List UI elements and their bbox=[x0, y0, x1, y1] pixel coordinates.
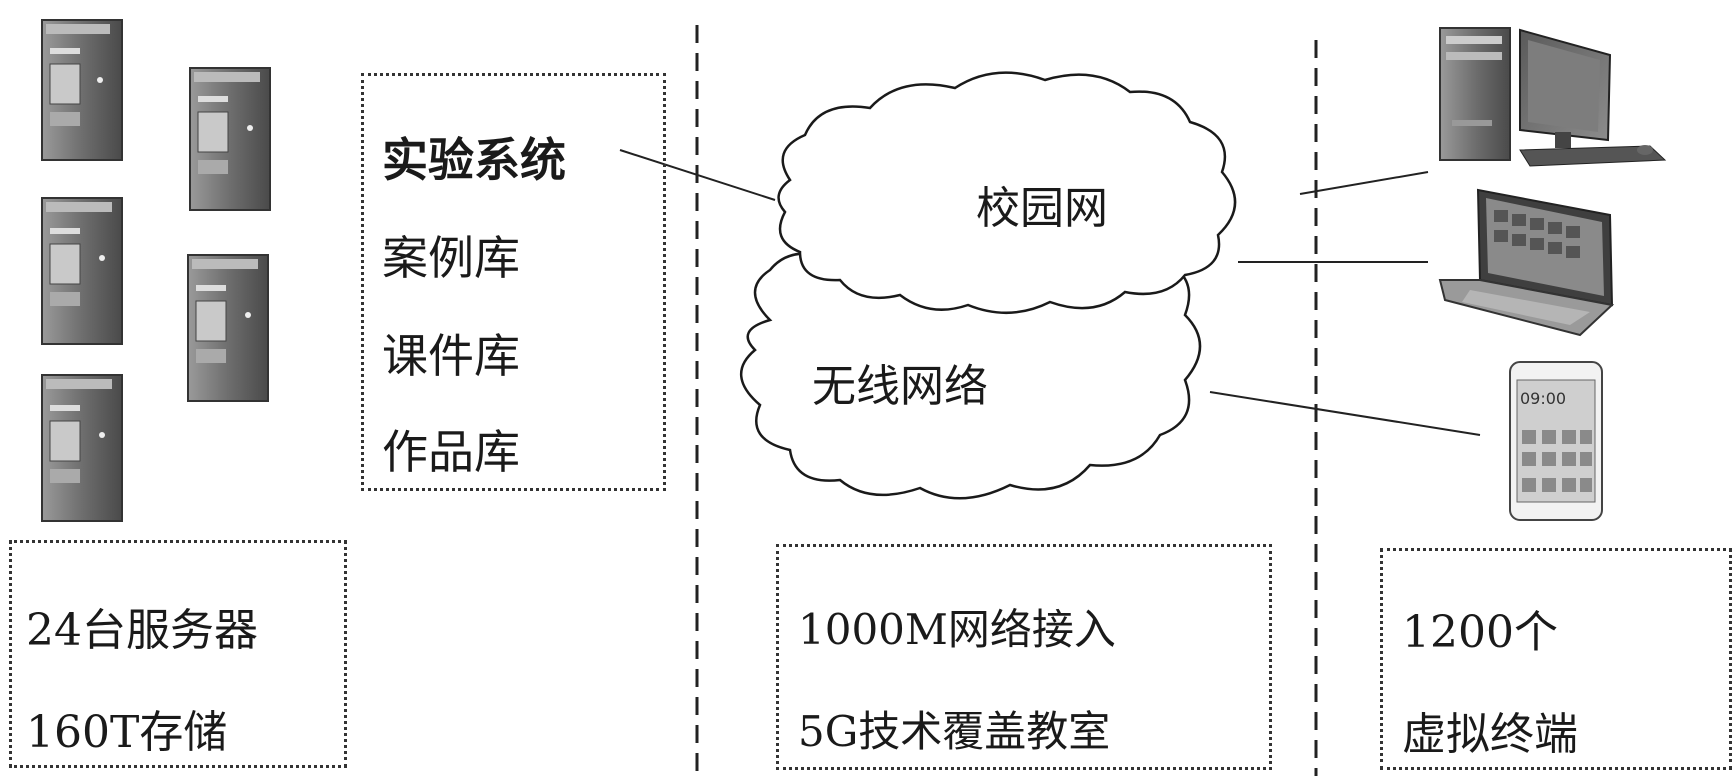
desktop-computer-icon bbox=[1439, 27, 1667, 167]
link-resources-to-campus bbox=[619, 149, 776, 201]
server-tower-icon-5 bbox=[41, 374, 123, 522]
link-campus-to-desktop bbox=[1299, 171, 1429, 195]
resource-library-box bbox=[361, 73, 666, 491]
resource-item-courseware-library: 课件库 bbox=[382, 329, 520, 383]
network-info-box bbox=[776, 544, 1272, 770]
phone-time-label: 09:00 bbox=[1520, 389, 1566, 408]
server-tower-icon-2 bbox=[189, 67, 271, 211]
campus-network-label: 校园网 bbox=[976, 183, 1108, 234]
server-tower-icon-3 bbox=[41, 197, 123, 345]
laptop-icon bbox=[1438, 188, 1615, 337]
terminal-info-box bbox=[1380, 548, 1732, 770]
server-info-box bbox=[9, 540, 347, 768]
link-wireless-to-phone bbox=[1209, 391, 1481, 436]
storage-capacity-text: 160T存储 bbox=[26, 707, 228, 758]
virtual-terminal-text: 虚拟终端 bbox=[1402, 709, 1578, 760]
smartphone-icon: 09:00 bbox=[1509, 361, 1603, 521]
server-tower-icon-1 bbox=[41, 19, 123, 161]
resource-item-experiment-system: 实验系统 bbox=[382, 133, 566, 187]
server-tower-icon-4 bbox=[187, 254, 269, 402]
wireless-network-label: 无线网络 bbox=[812, 361, 988, 412]
resource-item-case-library: 案例库 bbox=[382, 231, 520, 285]
resource-item-works-library: 作品库 bbox=[382, 425, 520, 479]
server-count-text: 24台服务器 bbox=[26, 605, 258, 656]
network-5g-coverage-text: 5G技术覆盖教室 bbox=[798, 707, 1111, 756]
campus-network-cloud bbox=[777, 71, 1237, 314]
network-bandwidth-text: 1000M网络接入 bbox=[798, 605, 1116, 654]
terminal-count-text: 1200个 bbox=[1402, 607, 1558, 658]
